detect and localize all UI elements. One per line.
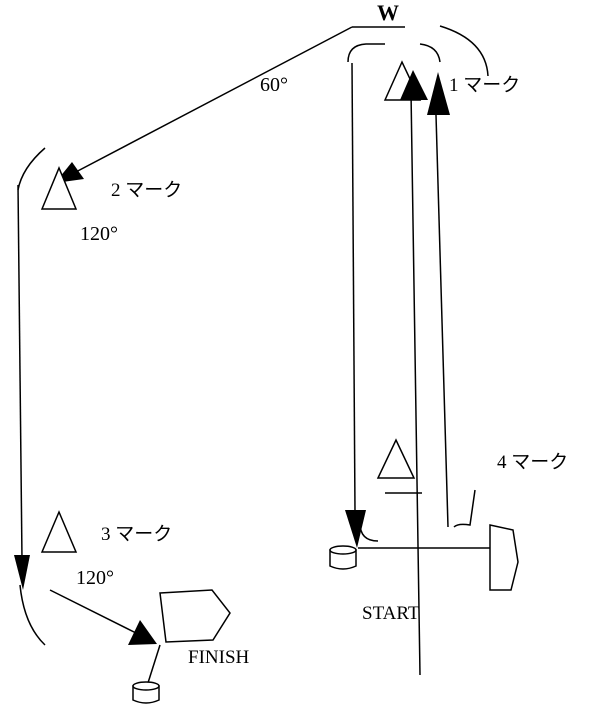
finish-line bbox=[146, 644, 161, 687]
finish-label: FINISH bbox=[188, 647, 250, 668]
leg-mark2-to-mark3 bbox=[17, 184, 23, 561]
arrowhead-to-mark1-a bbox=[400, 70, 428, 100]
finish-committee-boat bbox=[159, 589, 231, 643]
leg-to-finish bbox=[49, 589, 141, 636]
finish-pin-buoy bbox=[132, 681, 160, 704]
mark1-rounding-arc-outer bbox=[439, 25, 489, 77]
mark3-rounding-arc bbox=[19, 584, 46, 646]
mark3-buoy bbox=[40, 510, 78, 553]
wind-label: W bbox=[377, 0, 399, 25]
mark1-label: 1 マーク bbox=[449, 74, 520, 96]
angle-mark2-label: 120° bbox=[80, 223, 118, 245]
mark4-label: 4 マーク bbox=[497, 451, 568, 473]
mark4-buoy bbox=[376, 438, 416, 479]
leg-start-to-mark1 bbox=[410, 91, 421, 676]
mark2-buoy bbox=[40, 166, 78, 210]
arrowhead-to-mark4 bbox=[345, 510, 366, 548]
start-committee-boat bbox=[489, 524, 519, 591]
mark1-rounding-arc-left bbox=[347, 43, 385, 63]
leg-mark1-to-mark4 bbox=[351, 62, 356, 513]
mark2-label: 2 マーク bbox=[111, 179, 182, 201]
leg-to-mark2 bbox=[71, 26, 353, 175]
start-pin-buoy bbox=[329, 545, 357, 570]
angle-wind-label: 60° bbox=[260, 74, 288, 96]
leg-mark4-to-mark1 bbox=[435, 114, 449, 528]
arrowhead-to-mark3 bbox=[14, 555, 30, 590]
start-label: START bbox=[362, 603, 420, 624]
angle-mark3-label: 120° bbox=[76, 567, 114, 589]
arrowhead-to-finish bbox=[128, 620, 157, 645]
arrowhead-to-mark1-b bbox=[427, 72, 450, 115]
mark4-rounding-arc-right bbox=[453, 489, 476, 528]
mark3-label: 3 マーク bbox=[101, 523, 172, 545]
mark2-rounding-arc bbox=[17, 147, 46, 191]
mark1-rounding-arc-inner bbox=[419, 43, 441, 63]
mark4-rounding-arc-left bbox=[359, 522, 379, 542]
